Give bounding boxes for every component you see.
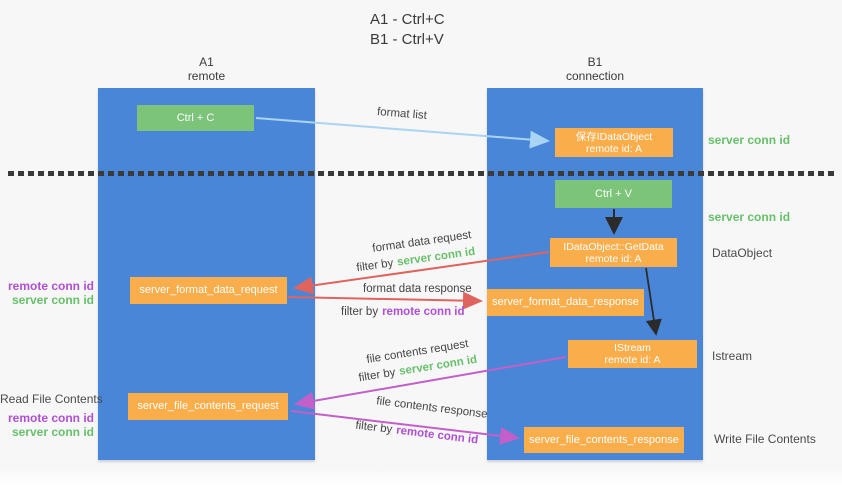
remote-conn-id-text: remote conn id xyxy=(395,424,479,447)
node-server-format-data-request: server_format_data_request xyxy=(130,277,287,304)
server-file-contents-request-label: server_file_contents_request xyxy=(137,400,279,412)
ctrl-c-label: Ctrl + C xyxy=(176,111,215,124)
lane-b1-id: B1 xyxy=(587,55,603,69)
read-file-contents-label: Read File Contents xyxy=(0,392,103,406)
node-istream: IStream remote id: A xyxy=(568,340,697,368)
lane-b1-role: connection xyxy=(565,69,625,83)
filter-by-text: filter by xyxy=(357,366,397,385)
node-save-idataobject: 保存IDataObject remote id: A xyxy=(555,128,673,157)
server-file-contents-response-label: server_file_contents_response xyxy=(529,433,679,446)
diagram-title: A1 - Ctrl+C B1 - Ctrl+V xyxy=(370,10,445,50)
format-list-label: format list xyxy=(376,106,428,122)
server-conn-id-left-1: server conn id xyxy=(11,293,94,307)
node-server-format-data-response: server_format_data_response xyxy=(487,289,644,316)
lane-a1-role: remote xyxy=(187,69,226,83)
ctrl-v-label: Ctrl + V xyxy=(595,187,632,200)
lane-header-a1: A1 remote xyxy=(98,55,315,83)
save-idataobject-line2: remote id: A xyxy=(585,142,643,155)
remote-conn-id-text: remote conn id xyxy=(382,306,465,318)
istream-line2: remote id: A xyxy=(604,354,661,366)
title-line-1: A1 - Ctrl+C xyxy=(370,11,445,28)
server-conn-id-left-2: server conn id xyxy=(11,425,94,439)
server-conn-id-right-mid: server conn id xyxy=(708,210,791,224)
format-data-response-label: format data response xyxy=(363,283,472,295)
file-contents-response-label: file contents response xyxy=(375,395,489,421)
filter-by-text: filter by xyxy=(354,419,393,436)
write-file-contents-label: Write File Contents xyxy=(714,432,816,446)
server-conn-id-right-top: server conn id xyxy=(708,133,791,147)
lane-header-b1: B1 connection xyxy=(487,55,703,83)
title-line-2: B1 - Ctrl+V xyxy=(370,31,444,48)
filter-by-text: filter by xyxy=(355,257,395,275)
node-idataobject-getdata: IDataObject::GetData remote id: A xyxy=(550,238,677,267)
lane-a1-id: A1 xyxy=(199,55,214,69)
dotted-separator xyxy=(8,171,836,176)
istream-line1: IStream xyxy=(614,342,651,354)
getdata-line2: remote id: A xyxy=(585,252,642,265)
remote-conn-id-left-2: remote conn id xyxy=(7,411,94,425)
remote-conn-id-left-1: remote conn id xyxy=(7,279,94,293)
filter-by-text: filter by xyxy=(341,306,379,318)
node-server-file-contents-response: server_file_contents_response xyxy=(524,427,684,453)
server-format-data-request-label: server_format_data_request xyxy=(139,284,278,296)
node-ctrl-c: Ctrl + C xyxy=(137,105,254,131)
node-ctrl-v: Ctrl + V xyxy=(555,180,672,208)
format-data-response-arrow xyxy=(287,291,483,310)
istream-side-label: Istream xyxy=(712,349,753,363)
getdata-line1: IDataObject::GetData xyxy=(563,240,664,253)
dataobject-label: DataObject xyxy=(712,246,773,260)
save-idataobject-line1: 保存IDataObject xyxy=(575,130,653,143)
node-server-file-contents-request: server_file_contents_request xyxy=(128,393,288,420)
server-format-data-response-label: server_format_data_response xyxy=(492,296,639,308)
